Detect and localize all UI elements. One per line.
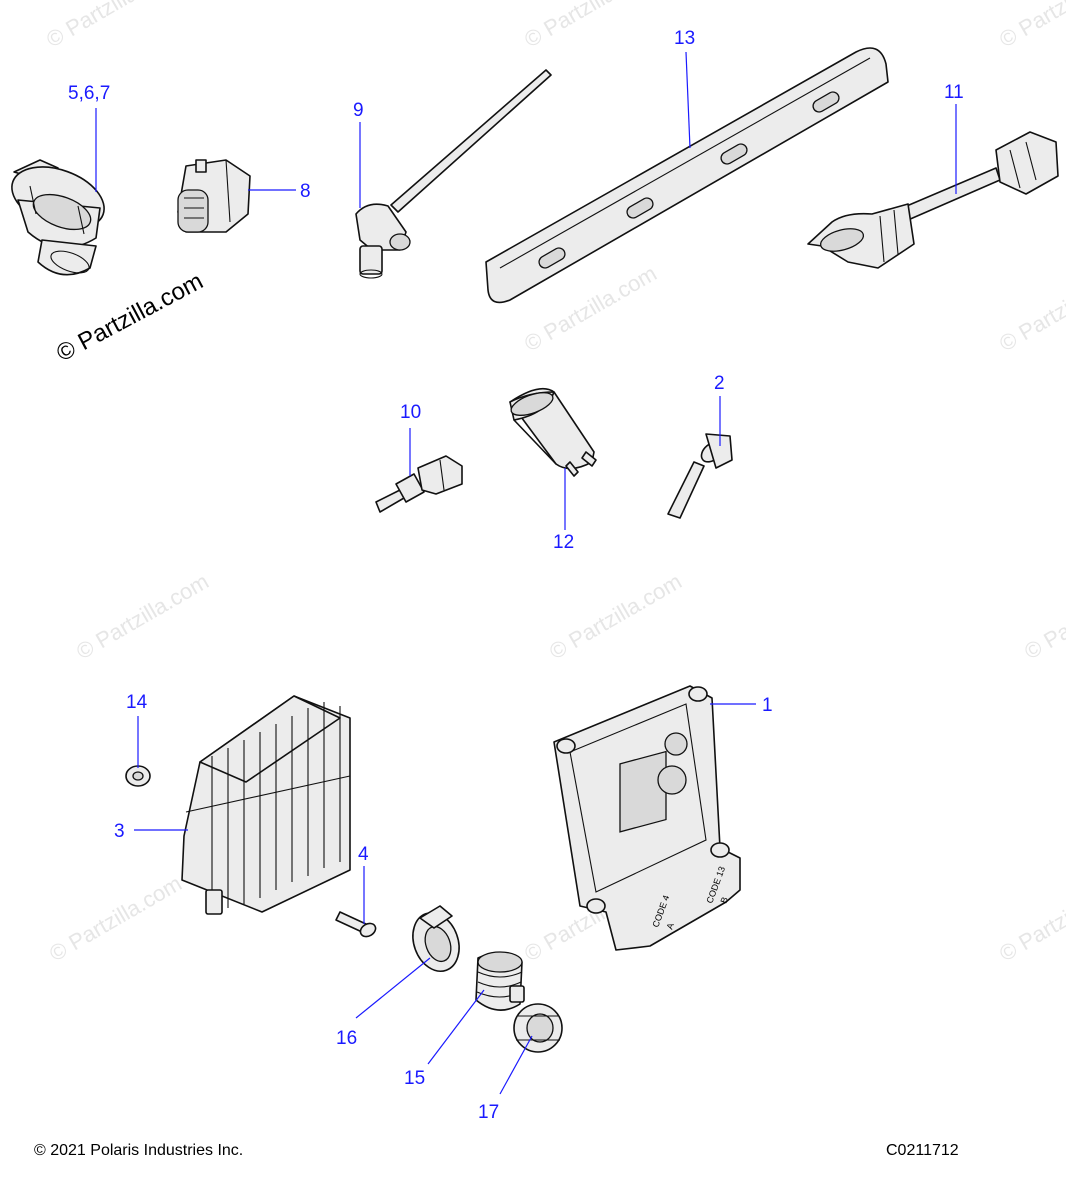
watermark: © Partzilla.com	[520, 0, 661, 52]
diagram-id: C0211712	[886, 1142, 959, 1159]
callout-10: 10	[400, 402, 421, 423]
callout-15: 15	[404, 1068, 425, 1089]
part-13-strap	[485, 47, 889, 304]
part-3-regulator	[181, 695, 351, 915]
callout-14: 14	[126, 692, 148, 713]
leader-13	[685, 51, 691, 149]
callouts: 5,6,7 8 9 13 11 10 12 2 1 14 3 4 16 15 1…	[68, 28, 964, 1123]
callout-3: 3	[114, 821, 125, 842]
part-16-clamp	[412, 905, 460, 972]
callout-1: 1	[762, 695, 773, 716]
callout-12: 12	[553, 532, 574, 553]
watermark: © Partzilla.com	[995, 261, 1066, 357]
callout-16: 16	[336, 1028, 357, 1049]
callout-8: 8	[300, 181, 311, 202]
watermark: © Partzilla.com	[545, 569, 686, 665]
watermark: © Partzilla.com	[1020, 569, 1066, 665]
part-8-map-sensor	[177, 159, 251, 233]
part-11-sensor-harness	[807, 131, 1059, 269]
callout-5-6-7: 5,6,7	[68, 83, 110, 104]
part-1-ecu: CODE 4 A CODE 13 B	[553, 685, 741, 951]
callout-2: 2	[714, 373, 725, 394]
watermark: © Partzilla.com	[995, 871, 1066, 967]
part-17-lock-ring	[513, 1003, 563, 1053]
part-14-nut	[125, 765, 151, 787]
callout-11: 11	[944, 82, 964, 103]
watermark: © Partzilla.com	[995, 0, 1066, 52]
watermark: © Partzilla.com	[72, 569, 213, 665]
leader-15	[427, 989, 485, 1065]
callout-4: 4	[358, 844, 369, 865]
part-5-6-7-sensor	[11, 159, 105, 276]
part-10-temp-sensor	[375, 455, 463, 513]
callout-17: 17	[478, 1102, 499, 1123]
part-4-bolt	[335, 911, 377, 938]
watermark: © Partzilla.com	[45, 871, 186, 967]
callout-13: 13	[674, 28, 695, 49]
callout-9: 9	[353, 100, 364, 121]
part-15-connector	[475, 951, 525, 1011]
part-2-small-sensor	[667, 433, 733, 519]
ecu-code-b-sub: B	[718, 896, 729, 905]
leader-16	[355, 957, 431, 1019]
part-9-speed-sensor	[355, 69, 552, 279]
watermark: © Partzilla.com	[42, 0, 183, 52]
leader-17	[499, 1035, 533, 1095]
leader-lines	[95, 51, 957, 1095]
watermark-featured: © Partzilla.com	[52, 268, 207, 368]
copyright-text: © 2021 Polaris Industries Inc.	[34, 1142, 243, 1159]
part-12-relay	[509, 387, 597, 477]
ecu-code-a-sub: A	[664, 922, 675, 931]
